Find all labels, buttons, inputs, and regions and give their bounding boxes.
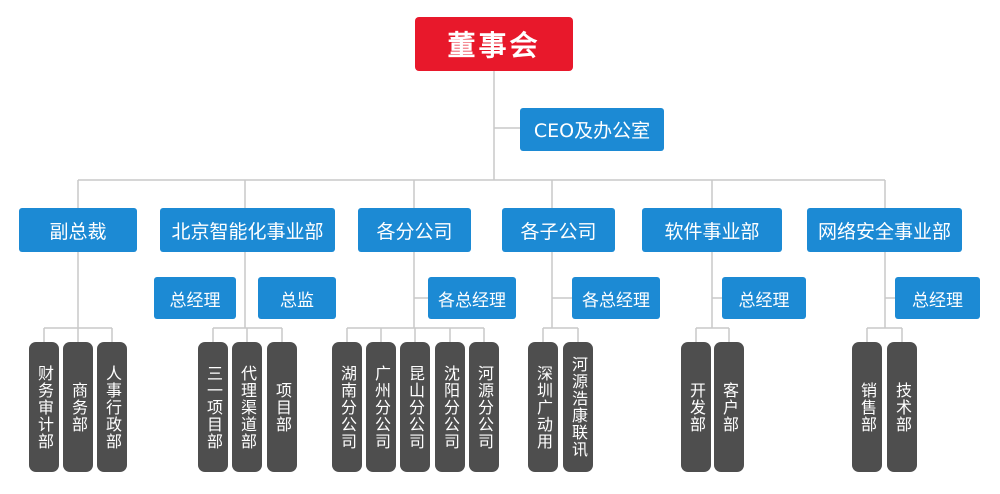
dept-label: 开发部 — [687, 381, 706, 433]
beijing-director-box: 总监 — [258, 277, 336, 319]
dept-box: 开发部 — [681, 342, 711, 472]
dept-box: 商务部 — [63, 342, 93, 472]
dept-box: 昆山分公司 — [400, 342, 430, 472]
branch-managers-box: 各总经理 — [428, 277, 516, 319]
dept-label: 人事行政部 — [103, 364, 122, 450]
division-branches: 各分公司 — [358, 208, 471, 252]
ceo-office-box: CEO及办公室 — [520, 108, 664, 151]
dept-box: 代理渠道部 — [232, 342, 262, 472]
dept-label: 昆山分公司 — [406, 364, 425, 450]
dept-label: 客户部 — [720, 381, 739, 433]
dept-box: 河源浩康联讯 — [563, 342, 593, 472]
dept-label: 湖南分公司 — [338, 364, 357, 450]
dept-label: 广州分公司 — [372, 364, 391, 450]
dept-label: 技术部 — [893, 381, 912, 433]
division-subsidiaries: 各子公司 — [502, 208, 615, 252]
board-box: 董事会 — [415, 17, 573, 71]
dept-box: 湖南分公司 — [332, 342, 362, 472]
division-software: 软件事业部 — [642, 208, 782, 252]
dept-label: 商务部 — [69, 381, 88, 433]
dept-label: 沈阳分公司 — [441, 364, 460, 450]
dept-label: 三一项目部 — [204, 364, 223, 450]
dept-label: 代理渠道部 — [238, 364, 257, 450]
dept-box: 技术部 — [887, 342, 917, 472]
dept-label: 深圳广动用 — [534, 364, 553, 450]
dept-box: 河源分公司 — [469, 342, 499, 472]
dept-label: 河源浩康联讯 — [569, 356, 588, 458]
division-beijing: 北京智能化事业部 — [160, 208, 335, 252]
dept-box: 广州分公司 — [366, 342, 396, 472]
dept-box: 三一项目部 — [198, 342, 228, 472]
dept-box: 财务审计部 — [29, 342, 59, 472]
software-manager-box: 总经理 — [722, 277, 806, 319]
dept-label: 财务审计部 — [35, 364, 54, 450]
division-security: 网络安全事业部 — [807, 208, 962, 252]
beijing-general-manager-box: 总经理 — [154, 277, 236, 319]
security-manager-box: 总经理 — [895, 277, 980, 319]
dept-box: 客户部 — [714, 342, 744, 472]
dept-box: 项目部 — [267, 342, 297, 472]
division-vp: 副总裁 — [19, 208, 137, 252]
dept-label: 河源分公司 — [475, 364, 494, 450]
dept-label: 销售部 — [858, 381, 877, 433]
dept-box: 沈阳分公司 — [435, 342, 465, 472]
dept-label: 项目部 — [273, 381, 292, 433]
dept-box: 人事行政部 — [97, 342, 127, 472]
dept-box: 销售部 — [852, 342, 882, 472]
subsidiary-managers-box: 各总经理 — [572, 277, 660, 319]
dept-box: 深圳广动用 — [528, 342, 558, 472]
